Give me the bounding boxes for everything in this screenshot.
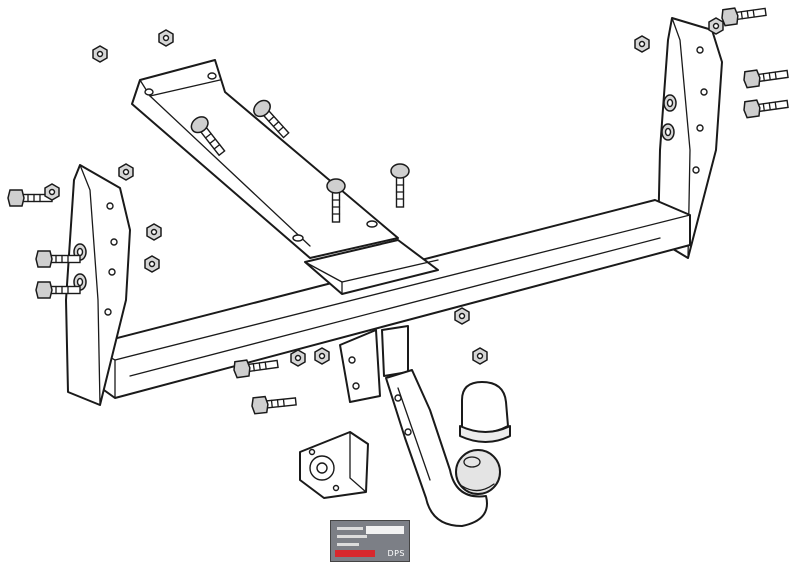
center-mounting-plate xyxy=(131,59,399,259)
right-side-bracket xyxy=(657,17,723,259)
brand-mark: DPS xyxy=(387,549,405,558)
plate-text-line xyxy=(337,527,363,530)
tow-ball xyxy=(455,449,501,495)
plate-label-field xyxy=(366,526,404,534)
socket-plate xyxy=(299,431,369,499)
saddle-plate xyxy=(304,239,439,295)
ball-cover xyxy=(459,381,511,443)
tow-ball-neck xyxy=(339,325,488,527)
plate-red-stripe xyxy=(335,550,375,557)
plate-text-line xyxy=(337,535,367,538)
brand-label-plate: DPS xyxy=(330,520,410,562)
left-side-bracket xyxy=(65,164,131,406)
plate-text-line xyxy=(337,543,359,546)
